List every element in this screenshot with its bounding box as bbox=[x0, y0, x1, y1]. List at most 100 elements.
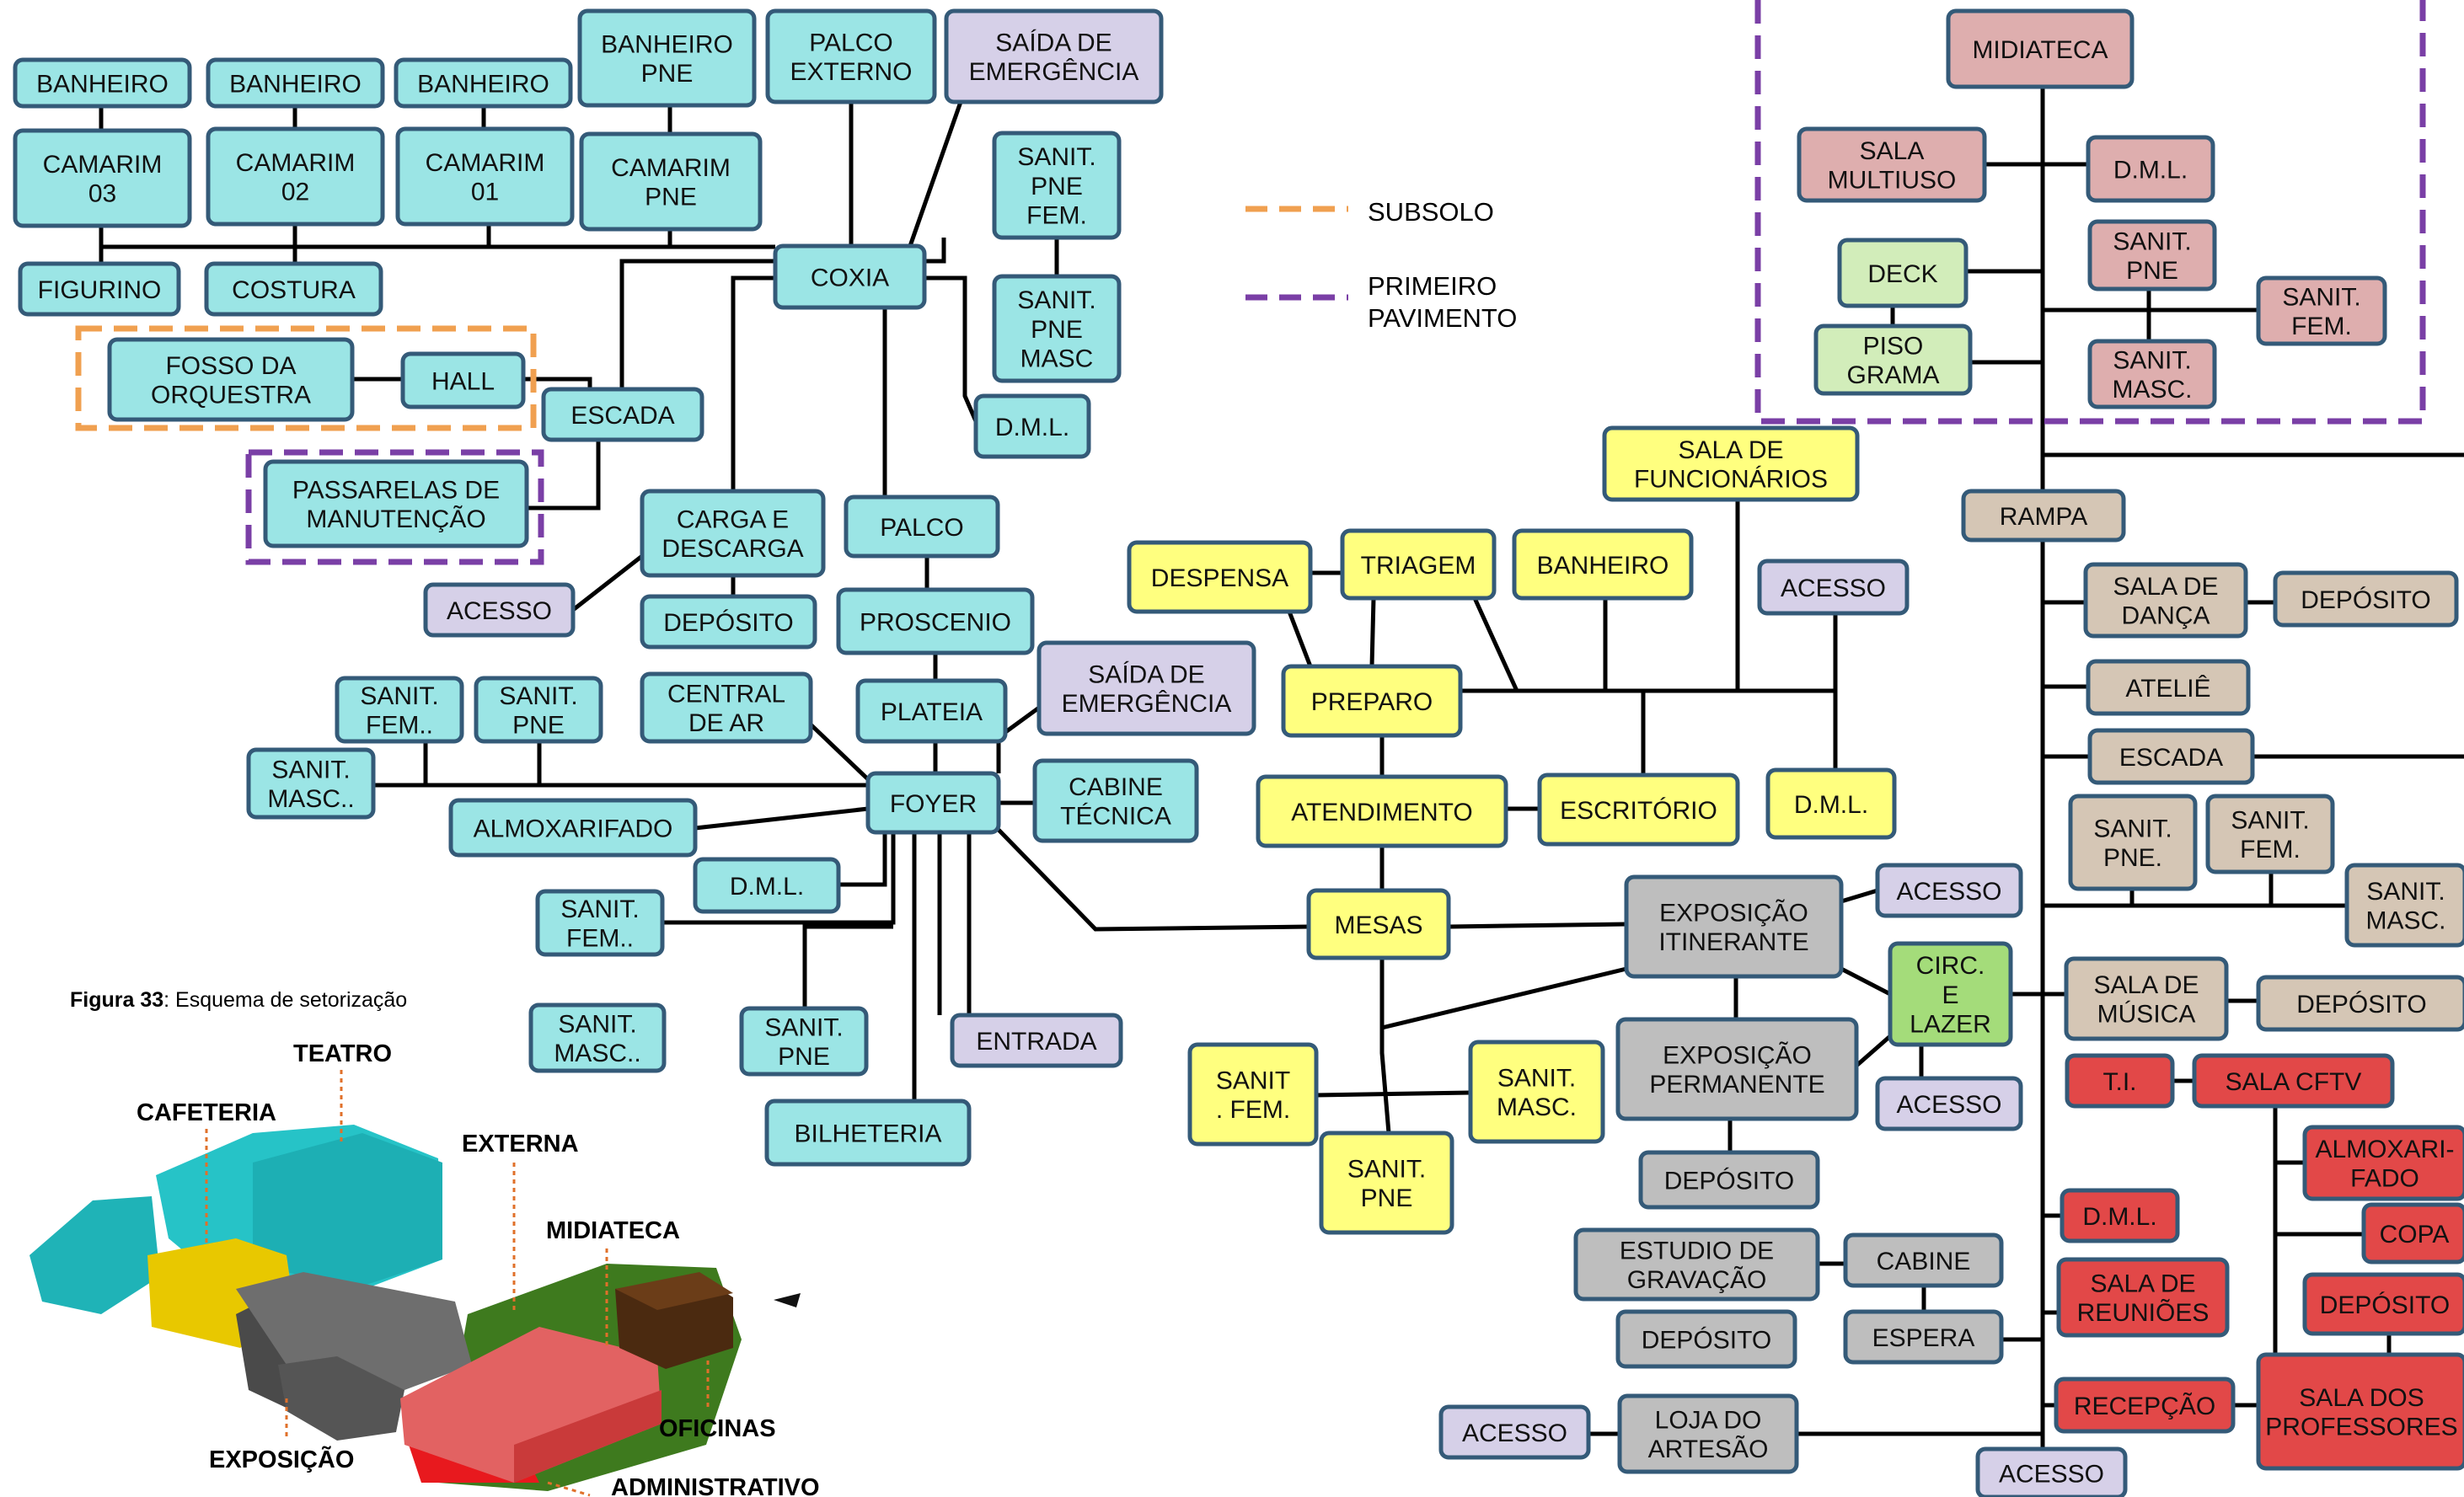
node-label: GRAMA bbox=[1846, 361, 1939, 389]
node-label: SANIT. bbox=[2231, 806, 2309, 834]
node-sanit-fem-c: SANIT. FEM. bbox=[1187, 1042, 1319, 1147]
node-sanit-masc-c: SANIT.MASC. bbox=[1468, 1040, 1605, 1144]
model-expo-top bbox=[236, 1272, 472, 1390]
node-deck: DECK bbox=[1837, 238, 1969, 308]
model-label-administrativo: ADMINISTRATIVO bbox=[611, 1474, 820, 1497]
node-label: SANIT. bbox=[2113, 227, 2191, 255]
node-label: PNE bbox=[641, 60, 694, 88]
node-box bbox=[1281, 664, 1463, 738]
node-label: MÚSICA bbox=[2097, 1001, 2196, 1029]
node-label: ARTESÃO bbox=[1648, 1435, 1769, 1463]
node-box bbox=[2256, 975, 2464, 1032]
node-acesso-t: ACESSO bbox=[423, 582, 576, 638]
node-box bbox=[1340, 528, 1497, 601]
node-label: CIRC. bbox=[1916, 952, 1985, 980]
node-label: PNE bbox=[645, 184, 697, 211]
model-arrow bbox=[774, 1293, 801, 1307]
node-sanit-pne-o: SANIT.PNE. bbox=[2068, 794, 2198, 891]
node-label: ESCADA bbox=[2119, 744, 2223, 772]
node-ti: T.I. bbox=[2065, 1053, 2175, 1109]
node-label: SALA bbox=[1860, 137, 1925, 165]
node-box bbox=[765, 8, 937, 104]
node-label: SAÍDA DE bbox=[1088, 660, 1204, 688]
legend-primeiro-label: PRIMEIRO bbox=[1368, 271, 1497, 301]
node-box bbox=[1127, 540, 1313, 614]
node-label: SANIT. bbox=[2282, 283, 2360, 311]
node-box bbox=[1837, 238, 1969, 308]
node-almoxarifado-t: ALMOXARIFADO bbox=[448, 798, 698, 858]
node-label: PNE bbox=[512, 712, 565, 740]
node-label: COPA bbox=[2380, 1221, 2450, 1248]
model-label-oficinas: OFICINAS bbox=[659, 1415, 776, 1442]
node-box bbox=[107, 337, 355, 422]
node-label: D.M.L. bbox=[995, 414, 1069, 441]
node-label: SAÍDA DE bbox=[995, 29, 1111, 56]
node-label: T.I. bbox=[2102, 1068, 2136, 1096]
node-label: MANUTENÇÃO bbox=[306, 505, 485, 533]
node-label: EXTERNO bbox=[790, 58, 912, 86]
node-label: SANIT. bbox=[560, 896, 639, 923]
node-label: LOJA DO bbox=[1655, 1406, 1762, 1434]
node-banheiro-3: BANHEIRO bbox=[394, 57, 573, 109]
node-dml-c: D.M.L. bbox=[1765, 767, 1897, 840]
connector-lines bbox=[99, 84, 2464, 1457]
node-box bbox=[992, 131, 1122, 240]
node-label: DESPENSA bbox=[1151, 564, 1288, 592]
floor-boundaries bbox=[75, 0, 2426, 565]
node-label: FEM. bbox=[2240, 836, 2301, 863]
node-despensa: DESPENSA bbox=[1127, 540, 1313, 614]
node-box bbox=[1638, 1150, 1820, 1210]
connector-line bbox=[527, 440, 601, 511]
node-dml-f: D.M.L. bbox=[693, 857, 841, 914]
node-label: MULTIUSO bbox=[1828, 167, 1957, 195]
node-box bbox=[2056, 1257, 2230, 1338]
node-label: SALA DE bbox=[2113, 573, 2218, 601]
connector-line bbox=[1287, 611, 1313, 667]
model-oficinas-top bbox=[615, 1272, 733, 1310]
node-box bbox=[423, 582, 576, 638]
connector-line bbox=[1449, 922, 1627, 929]
node-label: MASC.. bbox=[267, 785, 354, 813]
node-label: BANHEIRO bbox=[601, 30, 733, 58]
node-box bbox=[739, 1006, 869, 1077]
node-deposito-t: DEPÓSITO bbox=[640, 594, 817, 650]
node-label: SANIT. bbox=[499, 682, 577, 710]
node-box bbox=[844, 495, 1000, 559]
node-label: CAMARIM bbox=[43, 151, 163, 179]
node-label: PNE bbox=[2126, 257, 2178, 285]
node-dml-t: D.M.L. bbox=[973, 393, 1091, 459]
node-escada-o: ESCADA bbox=[2087, 728, 2255, 785]
node-sanit-masc-f: SANIT.MASC.. bbox=[246, 747, 376, 820]
figure-caption-text: : Esquema de setorização bbox=[163, 988, 407, 1012]
node-box bbox=[1875, 863, 2023, 918]
node-label: ACESSO bbox=[1462, 1419, 1567, 1447]
node-label: PROSCENIO bbox=[860, 608, 1011, 636]
legend-subsolo-label: SUBSOLO bbox=[1368, 197, 1494, 227]
node-label: SANIT. bbox=[1017, 286, 1095, 314]
node-box bbox=[1602, 425, 1860, 502]
node-deposito-a: DEPÓSITO bbox=[2302, 1272, 2464, 1336]
node-box bbox=[395, 126, 575, 227]
node-sanit-fem-m: SANIT.FEM. bbox=[2256, 275, 2387, 346]
node-label: ALMOXARI- bbox=[2315, 1136, 2454, 1163]
node-atelie: ATELIÊ bbox=[2086, 659, 2251, 716]
node-acesso-e2: ACESSO bbox=[1875, 1076, 2023, 1131]
connector-line bbox=[423, 741, 868, 788]
model-teatro-side bbox=[29, 1196, 160, 1314]
connector-line bbox=[1840, 888, 1878, 904]
node-label: D.M.L. bbox=[1794, 791, 1868, 819]
node-label: BANHEIRO bbox=[1537, 552, 1669, 580]
node-label: SANIT. bbox=[360, 682, 438, 710]
connector-line bbox=[1381, 966, 1627, 1030]
node-midiateca: MIDIATECA bbox=[1946, 8, 2135, 89]
node-box bbox=[1946, 8, 2135, 89]
